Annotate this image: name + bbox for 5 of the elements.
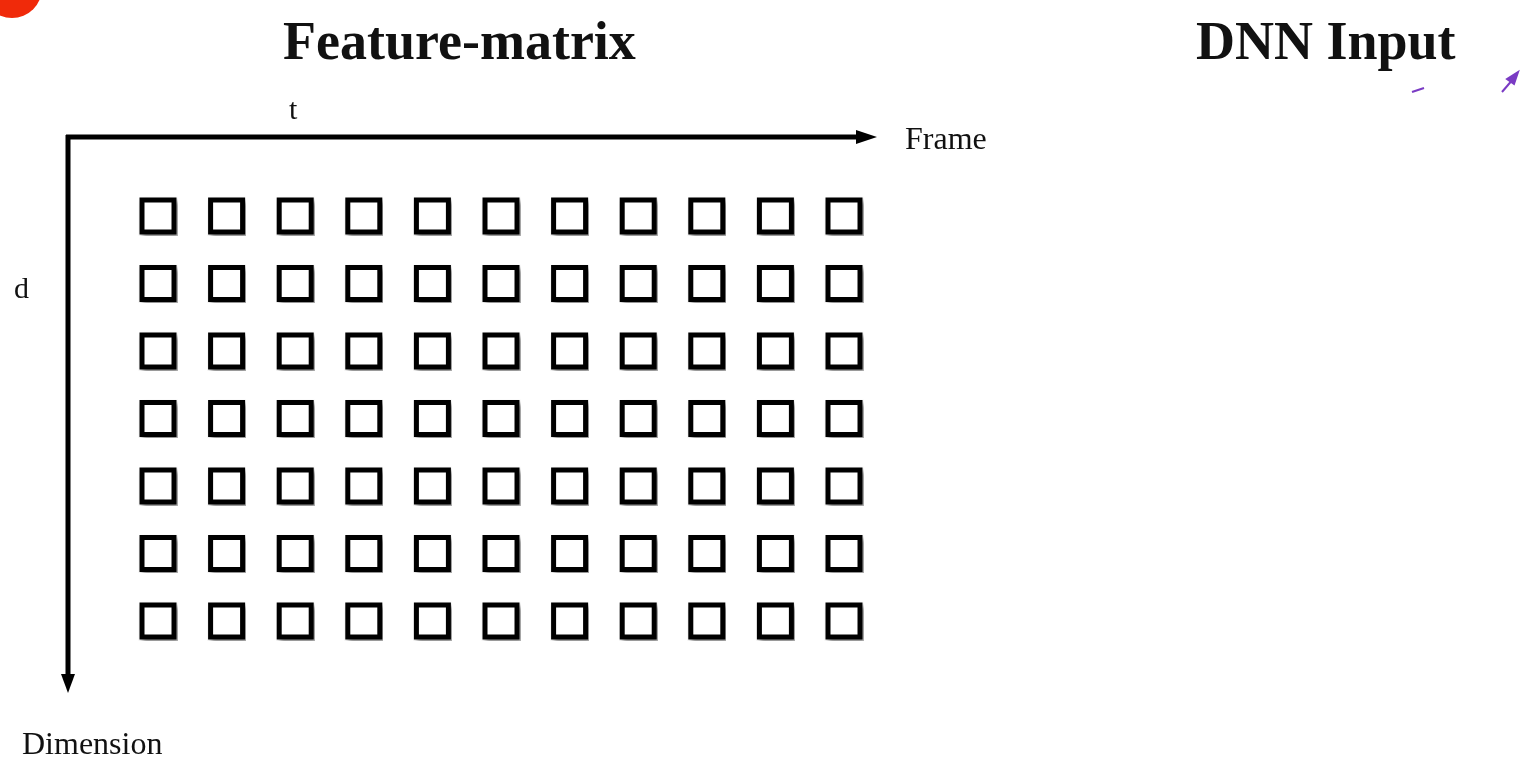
axis-label: Dimension <box>22 727 163 759</box>
axis-label: Frame <box>905 122 987 154</box>
axis-label: t <box>289 94 298 124</box>
matrix-heading: Feature-matrix <box>283 14 636 68</box>
axis-label: d <box>14 273 29 303</box>
